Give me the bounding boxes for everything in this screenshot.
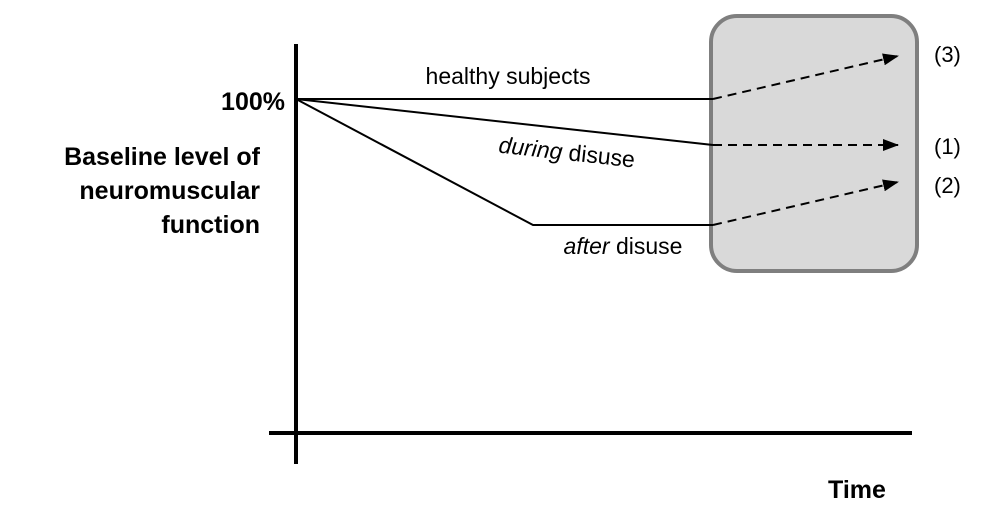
recovery-region-box [709, 14, 919, 273]
after-disuse-label-rest: disuse [610, 233, 683, 259]
x-axis-title: Time [828, 476, 886, 504]
during-disuse-label-rest: disuse [561, 139, 636, 173]
y-axis-title-line-3: function [161, 211, 260, 239]
during-disuse-label-italic: during [497, 132, 564, 165]
healthy-subjects-label: healthy subjects [426, 63, 591, 89]
outcome-3-label: (3) [934, 42, 961, 67]
during-disuse-line [295, 98, 714, 146]
during-disuse-label: during disuse [497, 132, 636, 173]
outcome-2-label: (2) [934, 173, 961, 198]
baseline-100-label: 100% [221, 88, 285, 116]
y-axis-title-line-1: Baseline level of [64, 143, 261, 171]
after-projection-arrow [712, 179, 899, 226]
after-disuse-line [295, 98, 713, 226]
healthy-projection-arrow [712, 53, 899, 100]
after-disuse-label: after disuse [564, 233, 683, 259]
outcome-1-label: (1) [934, 134, 961, 159]
after-disuse-label-italic: after [564, 233, 611, 259]
y-axis-title-line-2: neuromuscular [79, 177, 260, 205]
